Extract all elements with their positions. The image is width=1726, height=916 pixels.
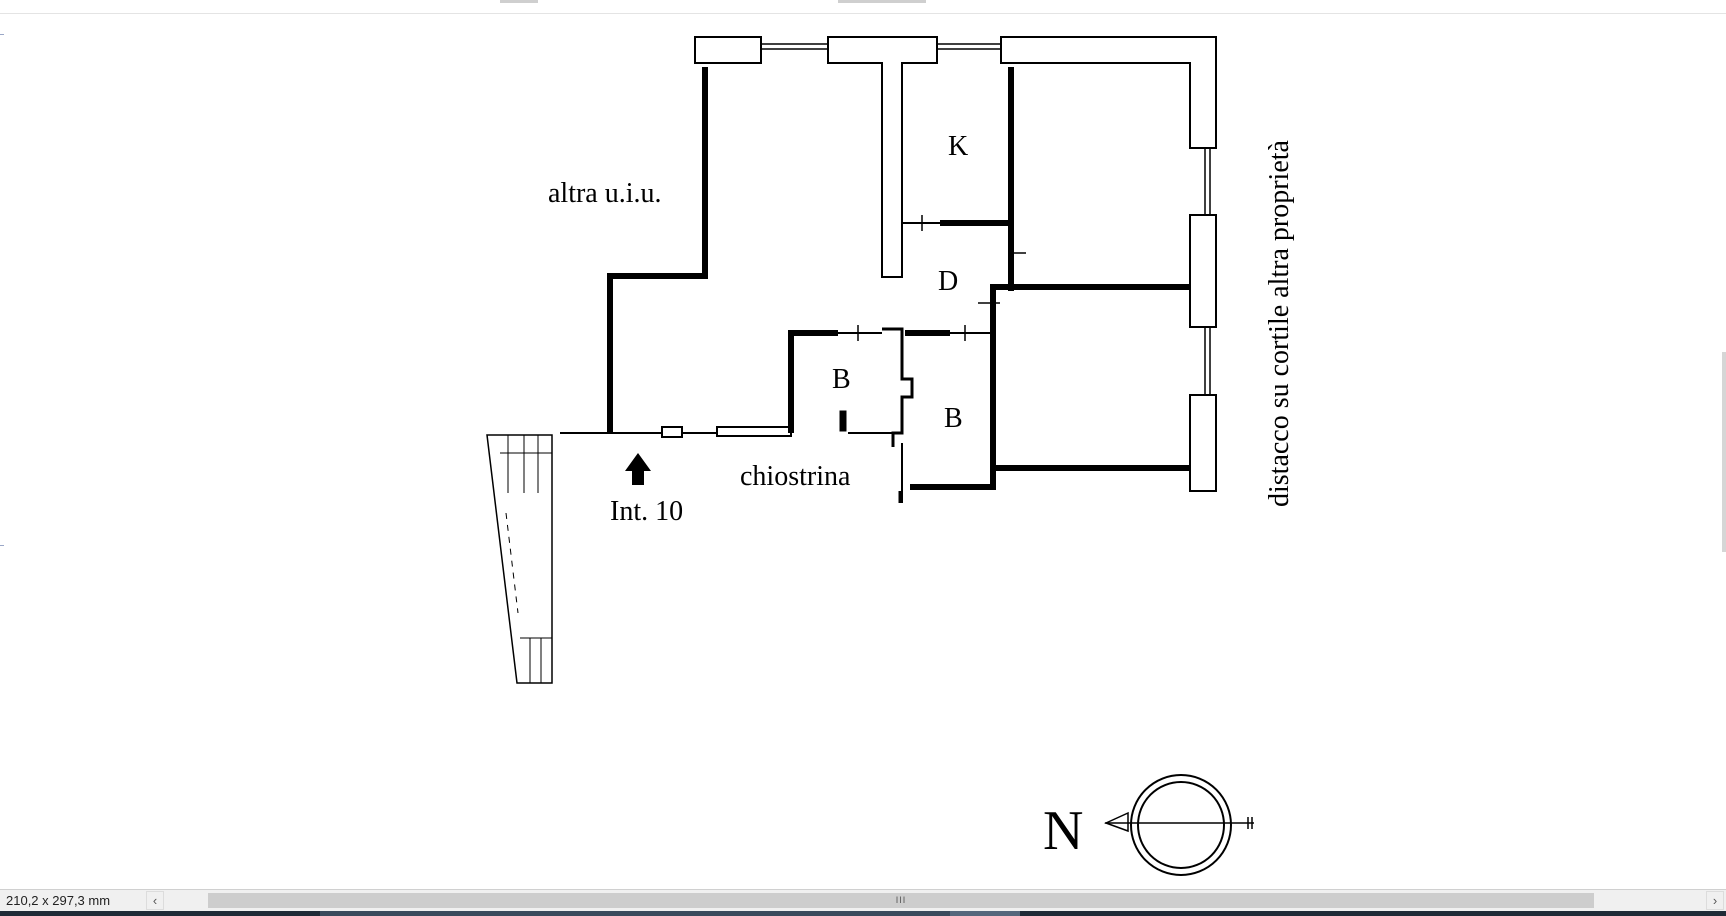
chevron-left-icon: ‹ <box>152 893 158 908</box>
edge-marker <box>0 545 4 546</box>
taskbar-segment <box>320 911 950 916</box>
status-bar: 210,2 x 297,3 mm ‹ III › <box>0 889 1726 912</box>
floor-plan-canvas: altra u.i.u. K D B B chiostrina Int. 10 … <box>486 36 1295 876</box>
label-north: N <box>1043 800 1083 862</box>
fixture-bath-1 <box>839 410 847 432</box>
edge-marker <box>0 34 4 35</box>
compass-arrow-icon <box>1104 811 1129 833</box>
horizontal-scrollbar[interactable]: ‹ III › <box>146 891 1724 910</box>
scroll-left-button[interactable]: ‹ <box>146 891 164 910</box>
label-bath-1: B <box>832 364 851 395</box>
label-side-note: distacco su cortile altra proprietà <box>1264 139 1295 507</box>
paper-size-label: 210,2 x 297,3 mm <box>6 893 111 908</box>
label-bath-2: B <box>944 403 963 434</box>
floor-plan-drawing <box>486 36 1254 876</box>
viewer-top-strip <box>0 0 1726 14</box>
wall-north-east <box>1000 36 1217 149</box>
ruler-tick <box>500 0 538 3</box>
label-hall: D <box>938 266 958 297</box>
ruler-tick <box>838 0 926 3</box>
wall-west <box>607 67 708 433</box>
partition-t <box>827 36 938 278</box>
wall-bath-2 <box>910 323 996 490</box>
compass-inner-circle <box>1137 781 1225 869</box>
label-other-unit: altra u.i.u. <box>548 178 662 209</box>
taskbar <box>0 911 1726 916</box>
scroll-right-button[interactable]: › <box>1706 891 1724 910</box>
wall-segment-south <box>716 426 792 437</box>
label-kitchen: K <box>948 131 968 162</box>
entrance-arrow-icon <box>625 453 651 485</box>
stair-dash <box>505 512 519 614</box>
scroll-thumb-grip: III <box>895 895 907 905</box>
label-entrance: Int. 10 <box>610 496 683 527</box>
pier-east-2 <box>1189 394 1217 492</box>
stair-outline <box>486 434 553 684</box>
window-south-1 <box>661 426 683 438</box>
pier-east-1 <box>1189 214 1217 328</box>
wall-corridor <box>990 284 1190 323</box>
compass-outer-circle <box>1130 774 1232 876</box>
wall-shaft <box>882 327 914 447</box>
chevron-right-icon: › <box>1712 893 1718 908</box>
scroll-thumb[interactable]: III <box>208 893 1594 908</box>
label-courtyard: chiostrina <box>740 461 851 492</box>
wall-north-1 <box>694 36 762 64</box>
floor-plan-labels: altra u.i.u. K D B B chiostrina Int. 10 … <box>548 131 1295 862</box>
vertical-scrollbar[interactable] <box>1722 352 1726 552</box>
wall-bath-1 <box>788 330 838 433</box>
taskbar-segment <box>950 911 1020 916</box>
